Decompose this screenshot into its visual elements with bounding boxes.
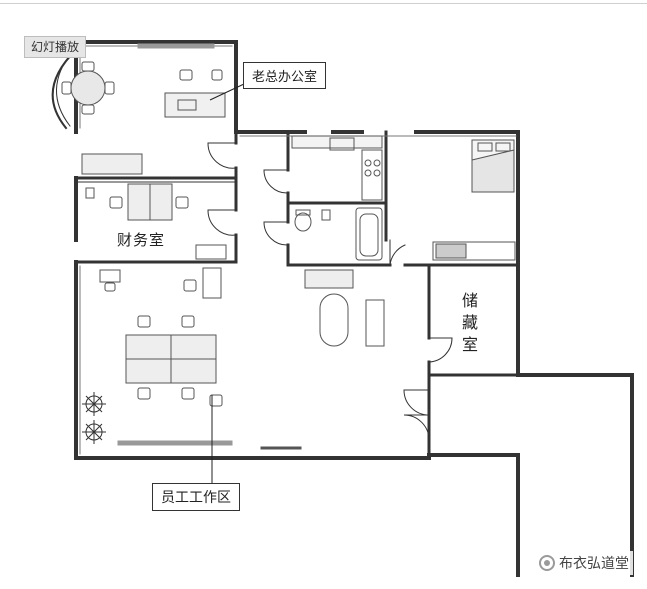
kitchen [291,135,383,201]
boss-sofa [81,153,143,175]
outer-walls [74,40,634,577]
boss-desk [164,69,226,118]
bedroom [432,139,516,261]
staff-desks [99,267,223,407]
storage-room-char-1: 储 [461,291,478,310]
door-swings [207,142,453,441]
lounge [304,269,385,347]
interior-walls [74,130,520,457]
furniture [61,61,516,444]
wechat-icon [539,555,555,571]
finance-room-label: 财务室 [117,231,166,249]
watermark-text: 布衣弘道堂 [559,556,629,572]
staff-area-label: 员工工作区 [152,483,240,511]
storage-room-label: 储 藏 室 [461,290,479,356]
top-rule [0,3,647,4]
storage-room-char-2: 藏 [461,313,478,332]
boss-office-label: 老总办公室 [243,62,327,89]
slideshow-button[interactable]: 幻灯播放 [24,36,87,58]
leader-lines [209,83,245,485]
meeting-table [61,61,115,115]
watermark: 布衣弘道堂 [535,551,633,575]
finance-desks [85,183,227,260]
plants [82,392,106,444]
storage-room-char-3: 室 [461,335,478,354]
bathroom [294,207,383,261]
